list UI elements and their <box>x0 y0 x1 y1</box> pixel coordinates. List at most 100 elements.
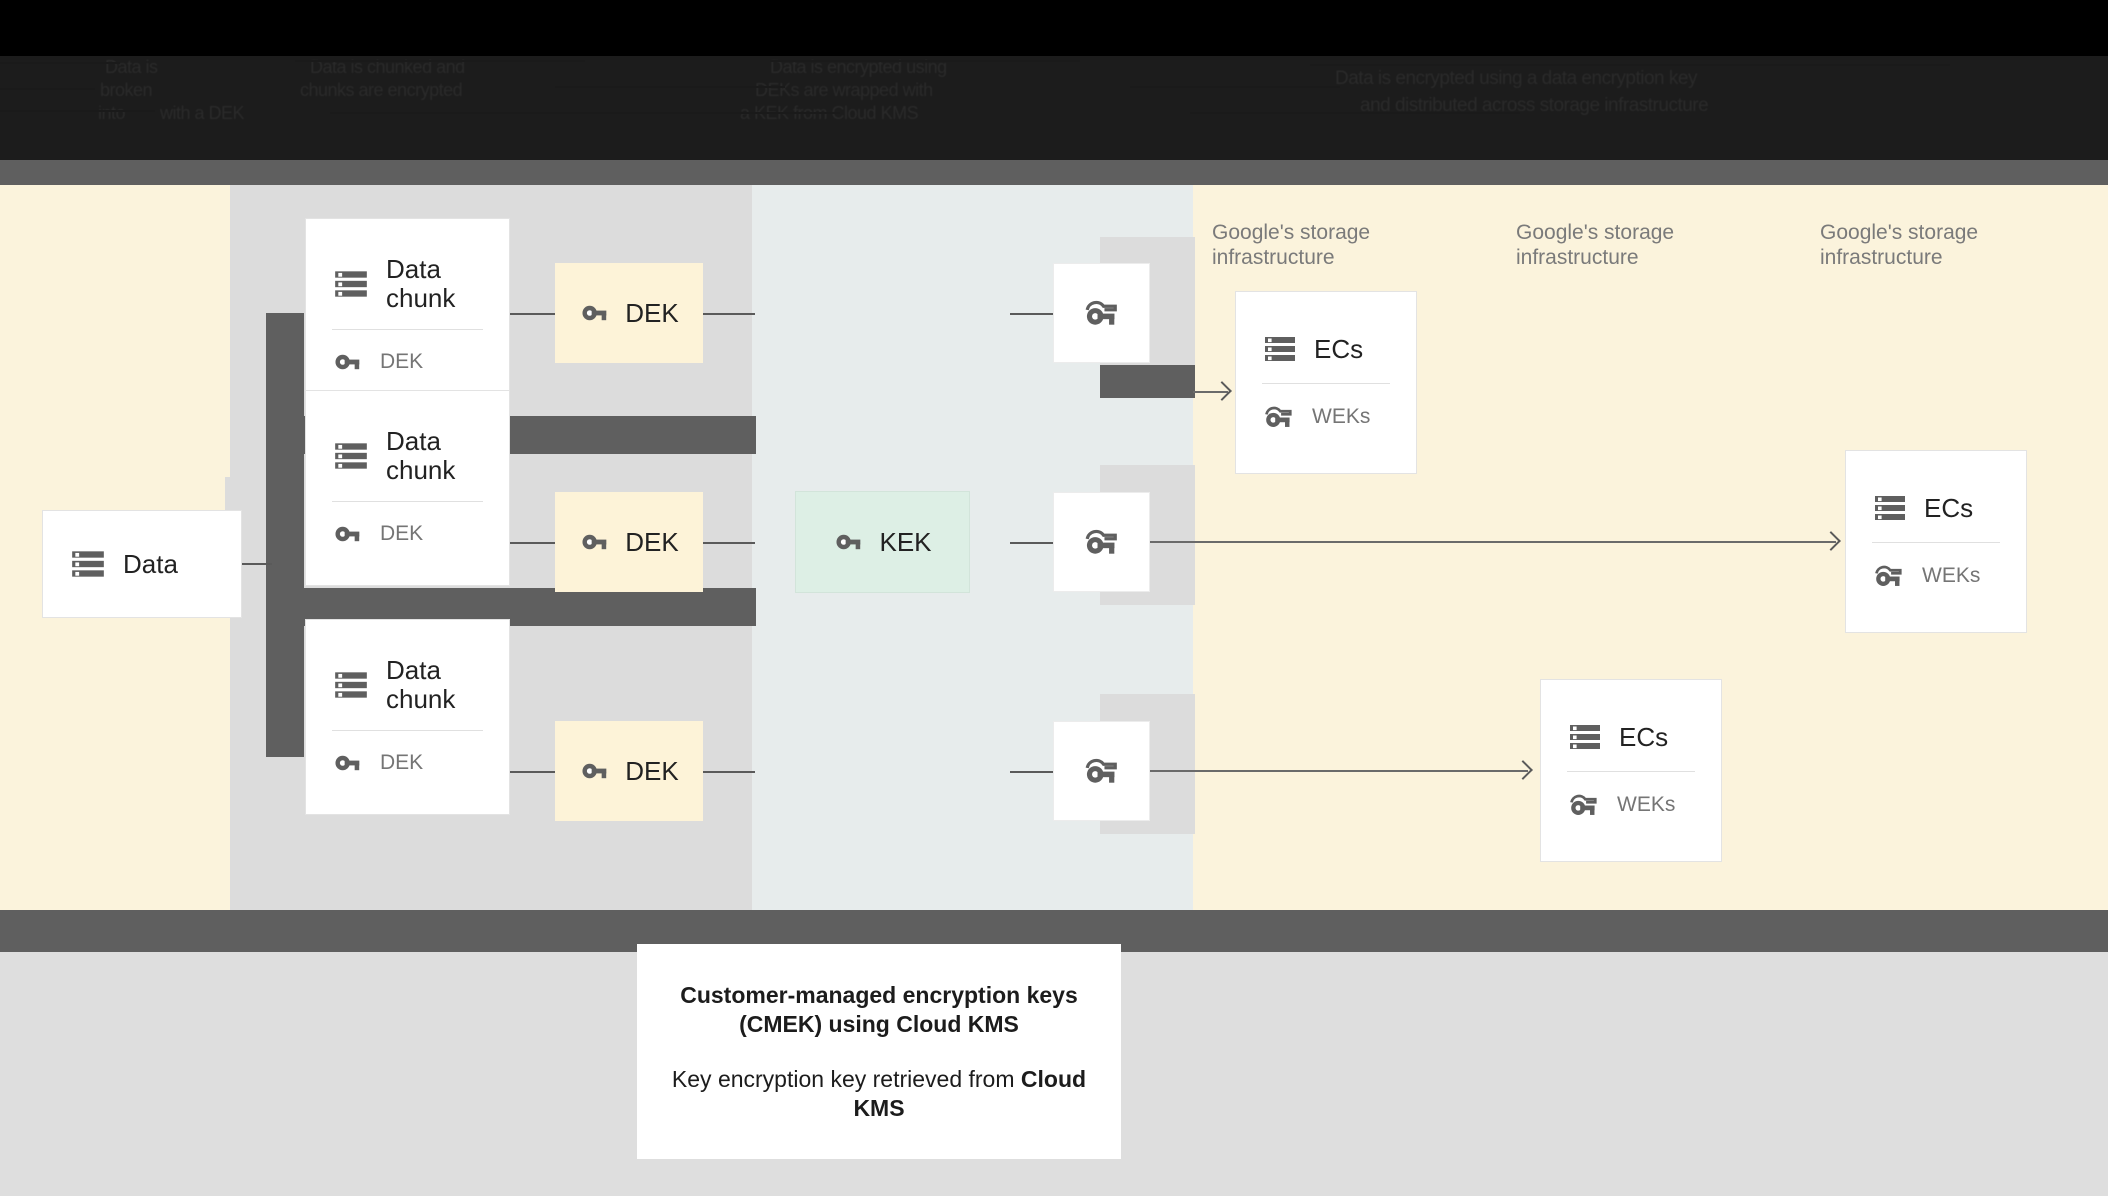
caption-line-2-strong: Cloud KMS <box>853 1065 1087 1121</box>
key-icon <box>335 755 360 770</box>
header-text-col1-line1: Data is <box>105 57 158 77</box>
server-icon <box>72 551 104 577</box>
arrowhead-ec-3 <box>1513 760 1533 780</box>
data-chunk-key-row-1: DEK <box>306 346 509 378</box>
source-data-label: Data <box>123 548 178 579</box>
header-text-col1-line2: broken <box>100 80 153 100</box>
data-chunk-key-row-2: DEK <box>306 518 509 550</box>
diagram-canvas: Data Data chunk DEK <box>0 185 2108 910</box>
data-chunk-title-row-1: Data chunk <box>306 253 509 313</box>
data-chunk-key-label-2: DEK <box>380 521 424 545</box>
card-divider <box>1262 383 1390 384</box>
card-divider <box>332 328 483 330</box>
connector-dek3-out <box>703 771 755 773</box>
key-icon <box>582 763 607 779</box>
infra-label-2: Google's storage infrastructure <box>1516 221 1675 269</box>
ec-card-1[interactable]: ECs WEKs <box>1235 291 1417 474</box>
caption-line-1: Customer-managed encryption keys (CMEK) … <box>680 981 1078 1037</box>
caption-line-2: Key encryption key retrieved from Cloud … <box>659 1065 1099 1123</box>
caption-card: Customer-managed encryption keys (CMEK) … <box>637 944 1121 1159</box>
card-divider <box>332 729 483 731</box>
source-data-card[interactable]: Data <box>42 510 242 618</box>
ec-key-label-3: WEKs <box>1617 793 1676 816</box>
dek-chip-label-2: DEK <box>625 526 679 557</box>
key-icon <box>335 526 360 541</box>
multi-key-icon <box>1570 794 1597 815</box>
key-icon <box>335 354 360 369</box>
kek-chip[interactable]: KEK <box>795 491 970 593</box>
arrowhead-ec-1 <box>1212 381 1232 401</box>
multi-key-icon <box>1875 565 1902 586</box>
connector-dek2-out <box>703 542 755 544</box>
infra-label-3: Google's storage infrastructure <box>1820 221 1979 269</box>
data-chunk-label-1: Data chunk <box>386 253 456 313</box>
data-chunk-card-1[interactable]: Data chunk DEK <box>305 218 510 414</box>
multi-key-icon <box>1085 300 1117 325</box>
ec-key-row-2: WEKs <box>1846 559 2026 593</box>
dek-chip-3[interactable]: DEK <box>555 721 703 821</box>
server-icon <box>1875 496 1905 520</box>
data-chunk-key-label-3: DEK <box>380 750 424 774</box>
header-bottom-fill <box>0 56 2108 160</box>
connector-kek-to-wek-2 <box>1010 542 1054 544</box>
ec-card-2[interactable]: ECs WEKs <box>1845 450 2027 633</box>
dek-chip-label-3: DEK <box>625 755 679 786</box>
arrowhead-ec-2 <box>1821 531 1841 551</box>
caption-line-2-prefix: Key encryption key retrieved from <box>671 1065 1021 1092</box>
connector-to-wek-3 <box>1010 771 1054 773</box>
dek-chip-1[interactable]: DEK <box>555 263 703 363</box>
ec-label-1: ECs <box>1314 333 1364 364</box>
header-top-fill <box>0 0 2108 56</box>
data-chunk-title-row-3: Data chunk <box>306 654 509 714</box>
data-chunk-key-row-3: DEK <box>306 747 509 779</box>
infra-label-1: Google's storage infrastructure <box>1212 221 1371 269</box>
source-data-row: Data <box>43 545 241 583</box>
key-icon <box>836 534 861 550</box>
key-icon <box>582 534 607 550</box>
multi-key-icon <box>1265 406 1292 427</box>
multi-key-icon <box>1085 529 1117 554</box>
data-chunk-label-3: Data chunk <box>386 654 456 714</box>
header-divider-strip <box>0 160 2108 185</box>
ec-key-row-3: WEKs <box>1541 788 1721 822</box>
ec-key-row-1: WEKs <box>1236 400 1416 434</box>
data-chunk-label-2: Data chunk <box>386 425 456 485</box>
server-icon <box>1570 725 1600 749</box>
wrapped-key-tile-2[interactable] <box>1053 492 1150 592</box>
header-text-col3-line1: Data is encrypted using <box>770 57 947 77</box>
fanout-spine <box>266 313 304 757</box>
server-icon <box>335 442 367 469</box>
ec-card-3[interactable]: ECs WEKs <box>1540 679 1722 862</box>
data-chunk-card-3[interactable]: Data chunk DEK <box>305 619 510 815</box>
ec-title-row-2: ECs <box>1846 490 2026 526</box>
ec-key-label-2: WEKs <box>1922 564 1981 587</box>
kek-chip-label: KEK <box>879 526 932 557</box>
ec-label-3: ECs <box>1619 721 1669 752</box>
connector-chunk3-dek <box>510 771 555 773</box>
header-text-col2-line1: Data is chunked and <box>310 57 465 77</box>
data-chunk-card-2[interactable]: Data chunk DEK <box>305 390 510 586</box>
redaction-block-wek <box>1100 365 1195 398</box>
card-divider <box>332 500 483 502</box>
multi-key-icon <box>1085 758 1117 783</box>
key-icon <box>582 305 607 321</box>
arrow-line-ec-1 <box>1193 391 1228 393</box>
connector-data-to-fanout <box>242 563 272 565</box>
card-divider <box>1567 771 1695 772</box>
wrapped-key-tile-3[interactable] <box>1053 721 1150 821</box>
connector-chunk2-dek <box>510 542 555 544</box>
arrow-line-ec-2 <box>1150 541 1836 543</box>
header-text-col4-line1: Data is encrypted using a data encryptio… <box>1335 68 1697 89</box>
data-chunk-key-label-1: DEK <box>380 349 424 373</box>
dek-chip-2[interactable]: DEK <box>555 492 703 592</box>
card-divider <box>1872 542 2000 543</box>
header-text-col2-line3: with a DEK <box>160 103 245 123</box>
obscured-header-bar: Data is broken into Data is chunked and … <box>0 0 2108 160</box>
ec-title-row-1: ECs <box>1236 331 1416 367</box>
wrapped-key-tile-1[interactable] <box>1053 263 1150 363</box>
arrow-line-ec-3 <box>1150 770 1528 772</box>
header-text-col3-line2: DEKs are wrapped with <box>755 80 933 100</box>
ec-key-label-1: WEKs <box>1312 405 1371 428</box>
connector-chunk1-dek <box>510 313 555 315</box>
